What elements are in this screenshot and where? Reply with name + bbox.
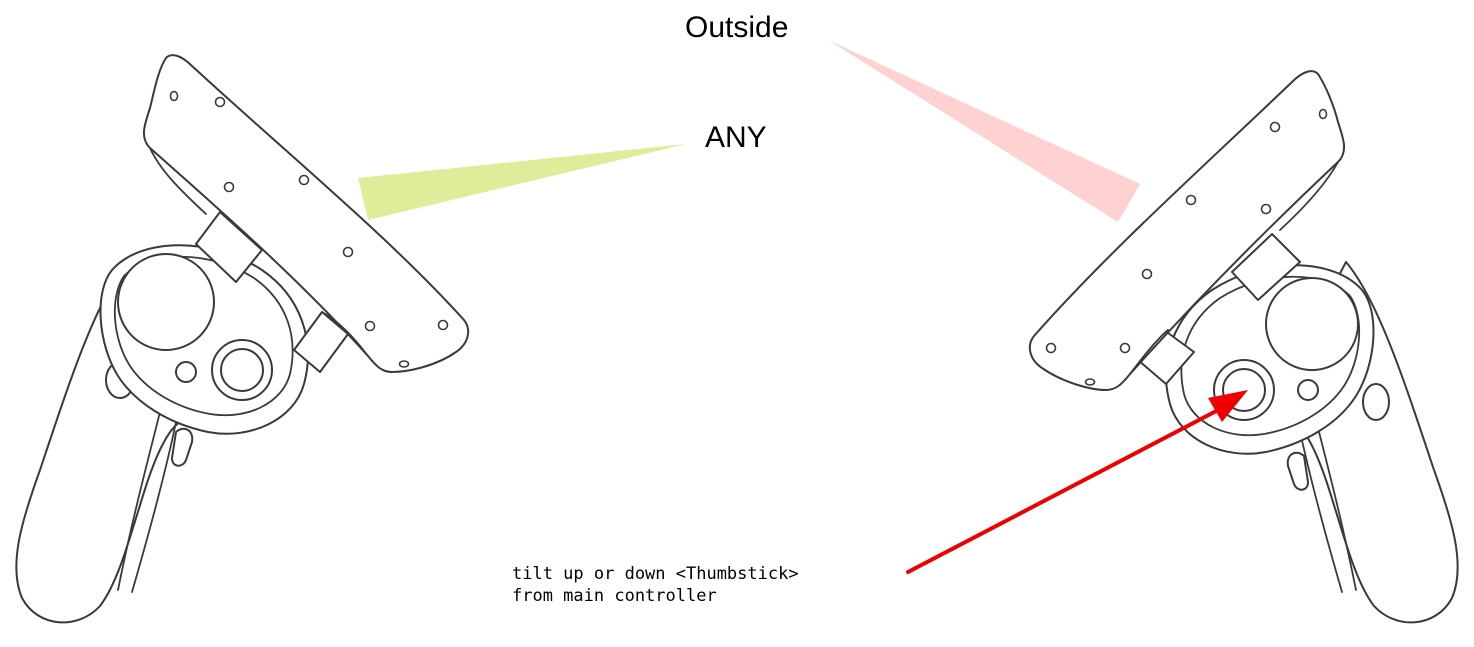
right-led [1141,268,1153,280]
left-thumbstick [220,348,264,392]
left-led [437,319,449,331]
left-grip-inner-line [117,411,161,591]
label-outside: Outside [685,11,788,44]
thumbstick-arrow-head [1208,390,1248,422]
left-controller [15,54,470,624]
right-menu-button [1362,383,1390,421]
any-highlight [358,144,686,220]
left-windows-button [175,361,197,383]
right-grip-button [1286,451,1309,491]
left-led-ring [143,54,470,373]
right-led-ring-lower-edge [1129,161,1339,375]
right-ring-connector-upper [1231,233,1301,301]
left-led [223,181,235,193]
thumbstick-arrow-shaft [906,406,1224,574]
right-led [1260,203,1272,215]
label-any: ANY [705,121,767,154]
left-led [214,96,226,108]
left-led [398,360,410,368]
right-led [1185,194,1197,206]
label-thumbstick-line1: tilt up or down <Thumbstick> [512,564,799,584]
thumbstick-arrow [906,390,1248,574]
right-windows-button [1297,379,1319,401]
left-led [298,174,310,186]
right-touchpad [1265,277,1359,371]
left-touchpad [117,253,215,351]
right-led [1269,121,1281,133]
left-led-ring-lower-edge [149,147,369,357]
right-led [1045,342,1057,354]
right-controller [1028,70,1459,624]
left-grip-button [171,427,194,467]
right-led [1318,108,1328,120]
label-thumbstick-line2: from main controller [512,586,717,606]
outside-highlight [828,40,1140,222]
right-led [1084,378,1096,386]
left-grip-inner-line-2 [131,421,177,593]
left-led [364,320,376,332]
left-led [169,90,179,102]
left-led [342,246,354,258]
right-led [1119,342,1131,354]
right-led-ring [1028,70,1345,391]
